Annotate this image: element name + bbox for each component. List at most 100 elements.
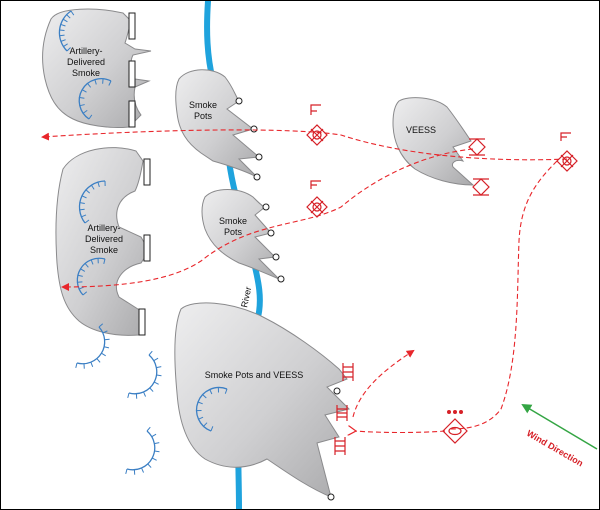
- burst-tick: [103, 258, 106, 264]
- burst-tick: [70, 10, 75, 16]
- movement-routes: [41, 129, 568, 433]
- burst-tick: [79, 208, 85, 211]
- veess-symbol-2: [472, 178, 490, 196]
- smoke-pots-and-veess-cloud: [174, 302, 350, 498]
- artillery-smoke-label-2b: Delivered: [85, 234, 123, 244]
- burst-tick: [66, 14, 71, 19]
- smoke-pot-markers: [235, 97, 341, 501]
- burst-arc-6: [128, 354, 158, 395]
- burst-tick: [78, 286, 84, 290]
- burst-tick: [97, 181, 100, 188]
- wind-direction-arrow: [521, 403, 598, 450]
- artillery-smoke-label-1c: Smoke: [72, 68, 100, 78]
- burst-tick: [75, 362, 78, 368]
- burst-tick: [108, 80, 112, 86]
- burst-tick: [154, 442, 160, 445]
- burst-tick: [82, 109, 88, 114]
- veess-symbol-1: [468, 138, 486, 156]
- artillery-smoke-label-1a: Artillery-: [70, 46, 103, 56]
- burst-tick-marks: [59, 10, 228, 475]
- burst-tick: [154, 450, 160, 453]
- burst-tick: [60, 39, 66, 42]
- ladder-symbol-2: [336, 405, 348, 421]
- target-bar-2: [128, 60, 136, 88]
- mechanized-smoke-platoon-symbol: [442, 418, 468, 444]
- burst-tick: [81, 195, 87, 199]
- burst-tick: [103, 346, 110, 349]
- burst-tick: [198, 416, 204, 420]
- artillery-target-bars: [128, 12, 151, 336]
- burst-tick: [60, 23, 66, 27]
- burst-tick: [84, 219, 90, 224]
- burst-tick: [197, 401, 203, 405]
- ladder-symbol-3: [334, 437, 346, 455]
- burst-tick: [209, 389, 213, 395]
- burst-tick: [127, 392, 130, 398]
- burst-tick: [156, 366, 162, 369]
- veess-label: VEESS: [406, 125, 436, 135]
- burst-tick: [88, 114, 93, 120]
- burst-tick: [98, 323, 104, 328]
- smoke-pots-label-1b: Pots: [194, 111, 213, 121]
- burst-tick: [79, 96, 85, 99]
- target-bar-1: [128, 12, 136, 40]
- route-1: [41, 129, 568, 161]
- river-label: River: [239, 286, 253, 309]
- smoke-generator-symbol-3: [556, 132, 578, 172]
- burst-tick: [141, 467, 144, 473]
- route-2: [61, 148, 474, 291]
- ladder-symbol-1: [342, 363, 354, 381]
- burst-tick: [77, 274, 83, 277]
- burst-arc-7: [126, 430, 156, 471]
- burst-tick: [87, 83, 92, 88]
- burst-tick: [84, 263, 89, 268]
- smoke-pots-label-1a: Smoke: [189, 100, 217, 110]
- burst-tick: [63, 43, 68, 47]
- burst-tick: [101, 352, 106, 357]
- target-bar-5: [143, 234, 151, 262]
- burst-tick: [203, 422, 208, 427]
- target-bar-6: [138, 308, 146, 336]
- burst-tick: [125, 468, 128, 474]
- smoke-pots-label-2a: Smoke: [219, 216, 247, 226]
- burst-tick: [146, 426, 151, 432]
- burst-arc-5: [76, 326, 106, 365]
- burst-tick: [82, 291, 88, 296]
- target-bar-3: [128, 100, 136, 128]
- smoke-pots-cloud-1: [175, 69, 261, 178]
- veess-cloud: [392, 97, 475, 186]
- route-4: [355, 431, 446, 433]
- burst-tick: [90, 259, 94, 265]
- burst-tick: [79, 202, 85, 204]
- platoon-dots: [447, 410, 463, 414]
- burst-tick: [81, 214, 87, 218]
- artillery-smoke-label-2a: Artillery-: [88, 223, 121, 233]
- route-5: [352, 349, 415, 418]
- burst-tick: [151, 433, 157, 438]
- target-bar-4: [143, 158, 151, 186]
- burst-tick: [147, 463, 152, 468]
- burst-tick: [66, 47, 71, 52]
- smoke-generator-symbol-2: [306, 180, 328, 218]
- burst-tick: [156, 374, 162, 377]
- smoke-pots-label-2b: Pots: [224, 227, 243, 237]
- burst-tick: [202, 394, 207, 399]
- burst-tick: [90, 361, 94, 367]
- burst-tick: [143, 391, 146, 397]
- burst-tick: [80, 268, 86, 272]
- artillery-smoke-label-1b: Delivered: [67, 57, 105, 67]
- smoke-generator-symbol-1: [306, 104, 328, 146]
- burst-tick: [59, 34, 65, 37]
- burst-tick: [153, 357, 159, 362]
- artillery-smoke-label-2c: Smoke: [90, 245, 118, 255]
- smoke-pots-and-veess-label: Smoke Pots and VEESS: [205, 370, 304, 380]
- burst-tick: [151, 457, 157, 461]
- burst-tick: [224, 388, 228, 394]
- burst-tick: [79, 104, 85, 107]
- burst-tick: [90, 184, 95, 190]
- burst-tick: [153, 381, 159, 385]
- burst-tick: [149, 387, 154, 392]
- unit-symbols: [306, 104, 578, 455]
- burst-tick: [81, 89, 87, 93]
